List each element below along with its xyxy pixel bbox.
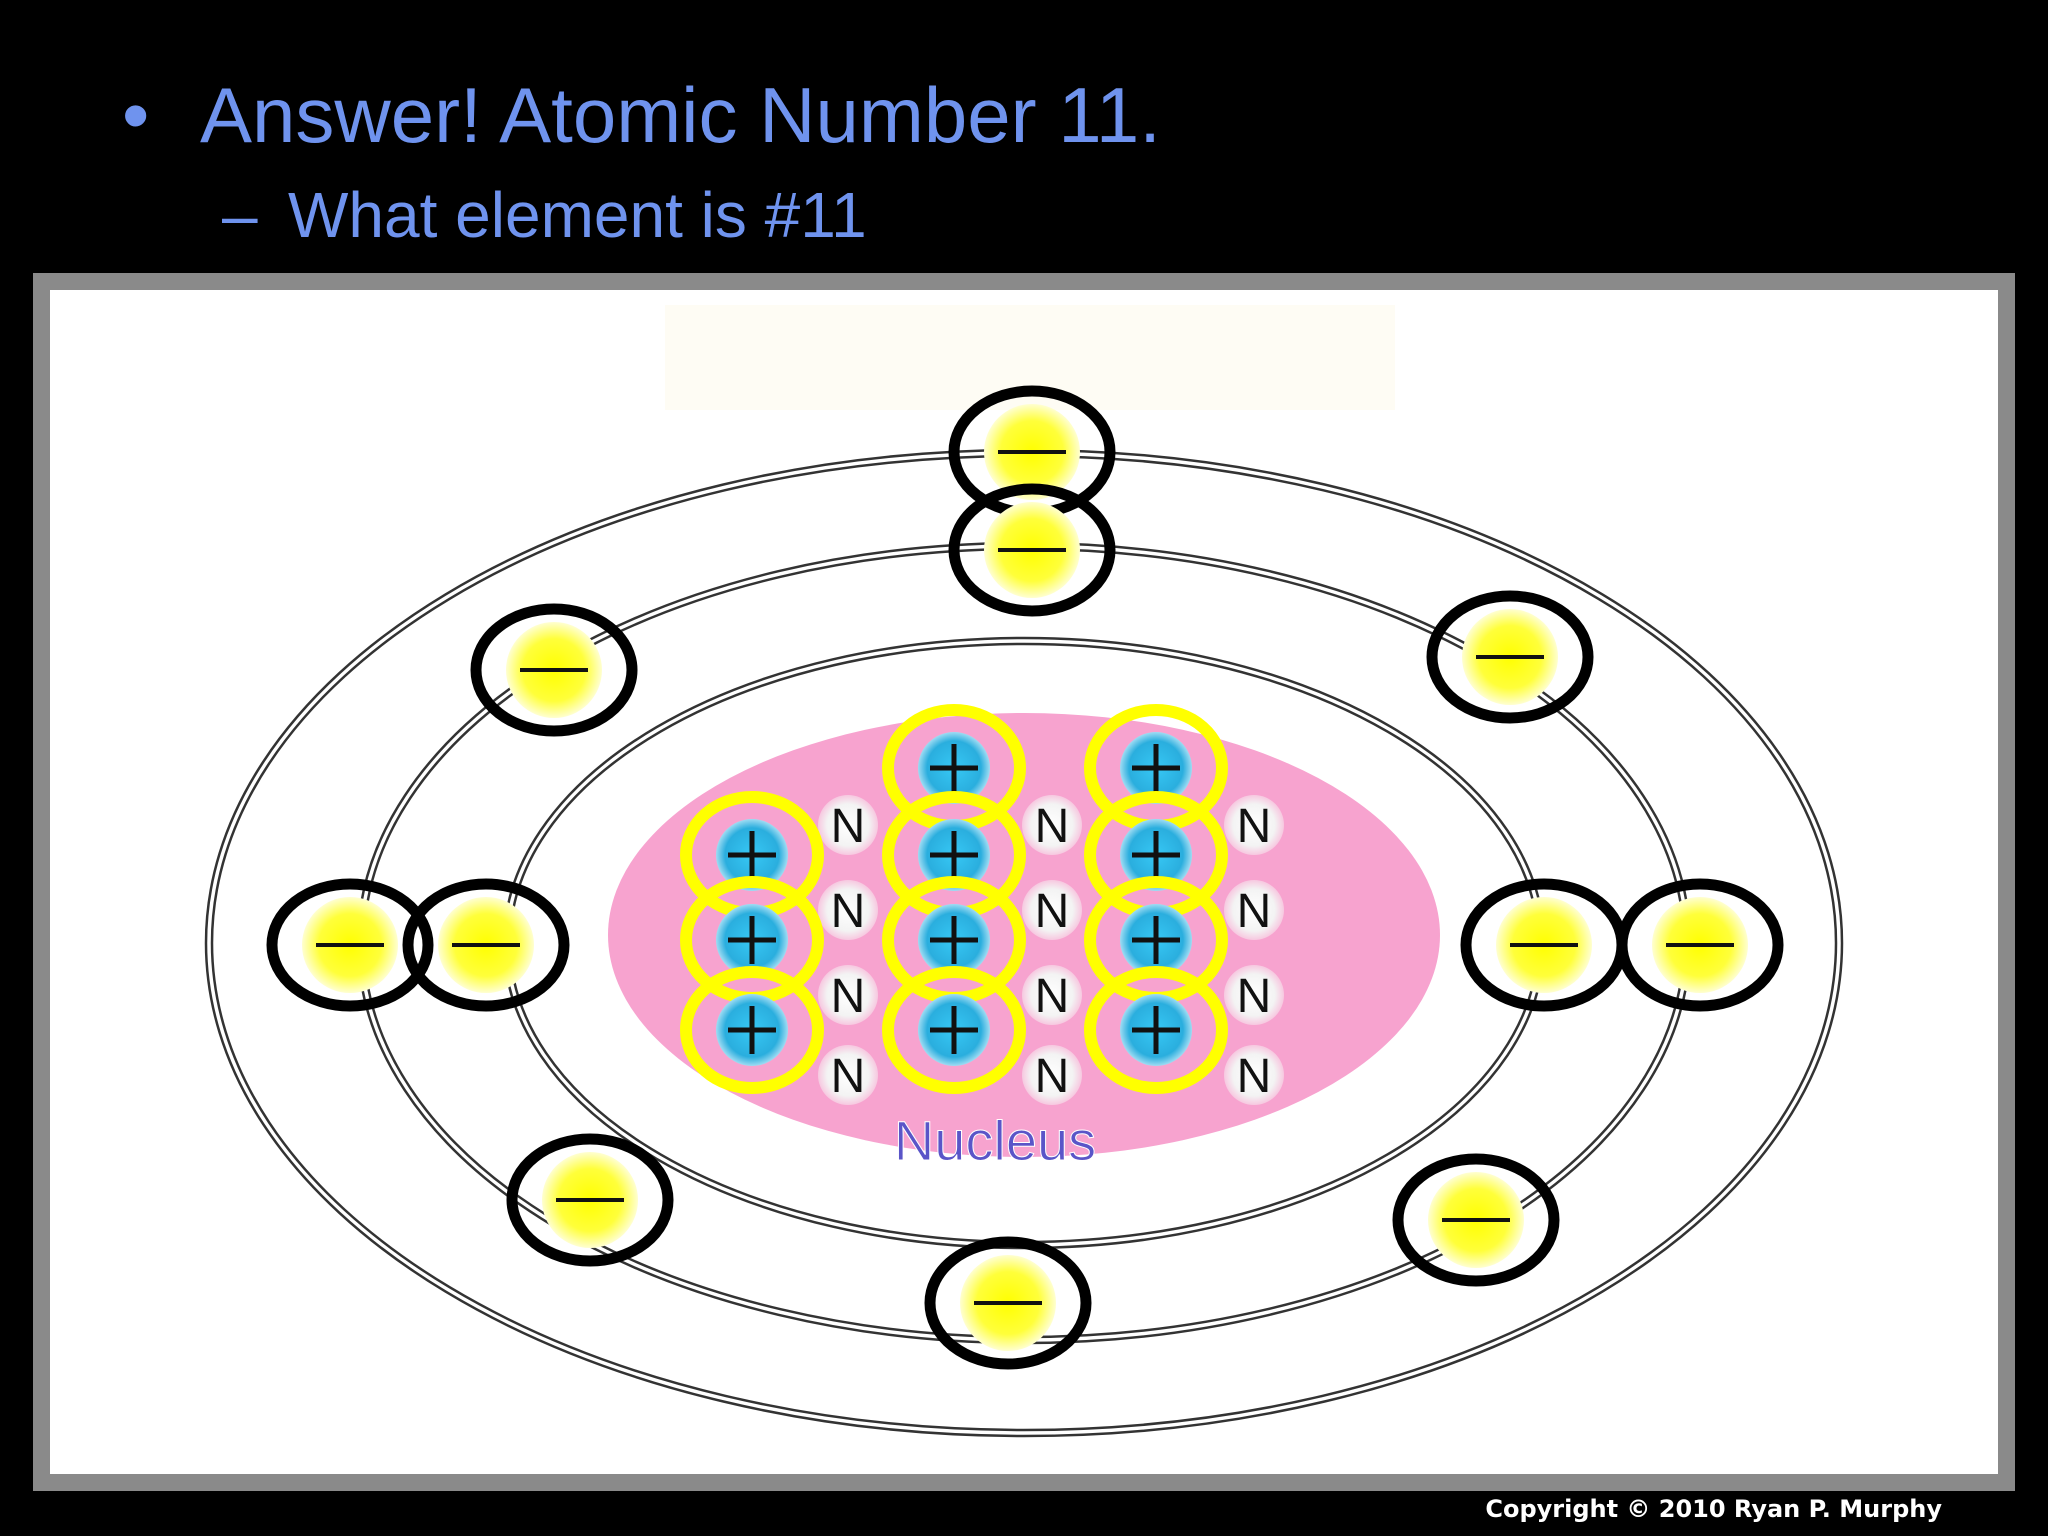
neutron-symbol: N — [1237, 1050, 1272, 1103]
bullet-symbol: • — [122, 71, 150, 159]
slide-title: Answer! Atomic Number 11. — [200, 71, 1161, 159]
neutron: N — [1224, 965, 1284, 1025]
electron-outline-ring — [402, 878, 570, 1012]
subtitle-bullet: –What element is #11 — [222, 178, 867, 252]
sub-bullet-symbol: – — [222, 179, 258, 251]
electron-outline-ring — [506, 1133, 674, 1267]
neutron-symbol: N — [1035, 885, 1070, 938]
neutron-symbol: N — [1237, 800, 1272, 853]
electron — [470, 603, 638, 737]
neutron-symbol: N — [831, 1050, 866, 1103]
protons — [680, 704, 1228, 1094]
electron — [924, 1236, 1092, 1370]
electron — [1460, 878, 1628, 1012]
neutron-symbol: N — [1035, 800, 1070, 853]
slide-subtitle: What element is #11 — [288, 179, 867, 251]
neutron: N — [1022, 795, 1082, 855]
electron-outline-ring — [470, 603, 638, 737]
neutron: N — [1224, 1045, 1284, 1105]
proton — [1084, 966, 1228, 1094]
neutron-symbol: N — [1035, 1050, 1070, 1103]
neutron-symbol: N — [1035, 970, 1070, 1023]
neutron: N — [818, 795, 878, 855]
neutron-symbol: N — [1237, 970, 1272, 1023]
neutron: N — [818, 1045, 878, 1105]
electron — [506, 1133, 674, 1267]
proton — [882, 966, 1026, 1094]
neutron-symbol: N — [1237, 885, 1272, 938]
electron-outline-ring — [1616, 878, 1784, 1012]
proton-highlight-ring — [1084, 966, 1228, 1094]
neutron: N — [1022, 880, 1082, 940]
neutron-symbol: N — [831, 885, 866, 938]
electron — [1616, 878, 1784, 1012]
electron — [1392, 1153, 1560, 1287]
title-bullet: • Answer! Atomic Number 11. — [122, 70, 1161, 160]
neutron-symbol: N — [831, 970, 866, 1023]
neutron: N — [818, 965, 878, 1025]
electron — [948, 483, 1116, 617]
neutron: N — [1224, 795, 1284, 855]
proton-highlight-ring — [680, 966, 824, 1094]
electrons — [266, 385, 1784, 1370]
electron-outline-ring — [1426, 590, 1594, 724]
nucleus-label: Nucleus — [894, 1109, 1096, 1172]
electron-outline-ring — [266, 878, 434, 1012]
copyright-notice: Copyright © 2010 Ryan P. Murphy — [1485, 1495, 1942, 1523]
neutron: N — [1224, 880, 1284, 940]
proton — [680, 966, 824, 1094]
electron — [1426, 590, 1594, 724]
neutron: N — [1022, 965, 1082, 1025]
electron — [402, 878, 570, 1012]
electron-outline-ring — [948, 483, 1116, 617]
electron — [266, 878, 434, 1012]
electron-outline-ring — [924, 1236, 1092, 1370]
neutron: N — [818, 880, 878, 940]
neutron-symbol: N — [831, 800, 866, 853]
neutron: N — [1022, 1045, 1082, 1105]
electron-outline-ring — [1392, 1153, 1560, 1287]
proton-highlight-ring — [882, 966, 1026, 1094]
